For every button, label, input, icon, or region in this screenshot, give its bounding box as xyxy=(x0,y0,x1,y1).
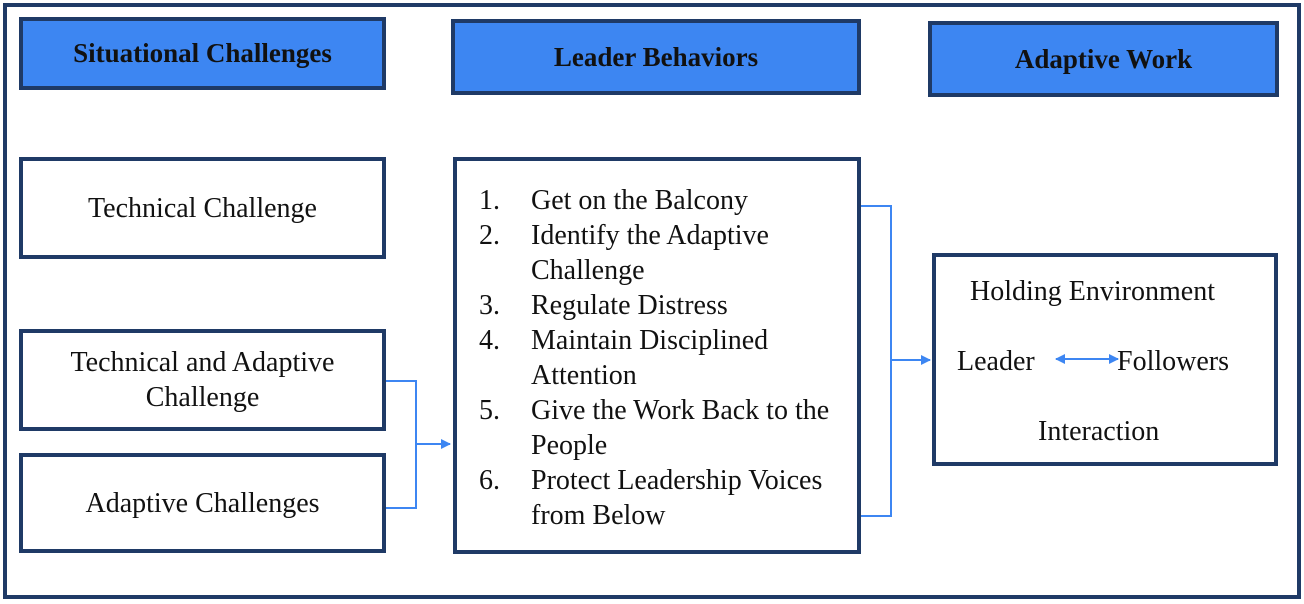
technical-challenge-box: Technical Challenge xyxy=(19,157,386,259)
behavior-text-5: Give the Work Back to the People xyxy=(531,395,830,461)
right-bracket-connector xyxy=(861,205,930,517)
technical-adaptive-label-line1: Technical and Adaptive xyxy=(70,347,335,378)
behavior-text-6: Protect Leadership Voices from Below xyxy=(531,465,823,531)
header-situational-label: Situational Challenges xyxy=(73,38,332,68)
holding-environment-label: Holding Environment xyxy=(970,276,1215,307)
behavior-text-1: Get on the Balcony xyxy=(531,185,748,216)
header-leader-label: Leader Behaviors xyxy=(553,41,759,72)
behavior-text-3: Regulate Distress xyxy=(531,290,728,321)
behavior-number-4: 4. xyxy=(479,325,500,356)
behavior-text-2: Identify the Adaptive Challenge xyxy=(531,220,769,286)
behavior-text-4: Maintain Disciplined Attention xyxy=(531,325,769,391)
adaptive-challenges-label: Adaptive Challenges xyxy=(85,487,320,519)
diagram-frame xyxy=(3,3,1301,599)
behavior-item-5: 5. Give the Work Back to the People xyxy=(479,393,857,463)
behavior-number-2: 2. xyxy=(479,220,500,251)
header-leader-behaviors: Leader Behaviors xyxy=(451,19,861,95)
leader-label: Leader xyxy=(957,346,1035,377)
behavior-item-2: 2. Identify the Adaptive Challenge xyxy=(479,218,857,288)
behavior-item-6: 6. Protect Leadership Voices from Below xyxy=(479,463,857,533)
behavior-number-5: 5. xyxy=(479,395,500,426)
left-bracket-connector xyxy=(386,380,450,509)
header-situational-challenges: Situational Challenges xyxy=(19,17,386,90)
header-adaptive-work: Adaptive Work xyxy=(928,21,1279,97)
behavior-item-4: 4. Maintain Disciplined Attention xyxy=(479,323,857,393)
behavior-number-1: 1. xyxy=(479,185,500,216)
behavior-number-6: 6. xyxy=(479,465,500,496)
interaction-label: Interaction xyxy=(1038,416,1160,447)
header-adaptive-label: Adaptive Work xyxy=(1014,43,1193,74)
leader-behaviors-list: 1. Get on the Balcony 2. Identify the Ad… xyxy=(453,157,861,554)
followers-label: Followers xyxy=(1117,346,1229,377)
adaptive-challenges-box: Adaptive Challenges xyxy=(19,453,386,553)
technical-adaptive-challenge-box: Technical and Adaptive Challenge xyxy=(19,329,386,431)
technical-adaptive-label-line2: Challenge xyxy=(145,382,260,413)
behavior-item-3: 3. Regulate Distress xyxy=(479,288,857,323)
behavior-item-1: 1. Get on the Balcony xyxy=(479,183,857,218)
technical-challenge-label: Technical Challenge xyxy=(88,192,317,224)
behavior-number-3: 3. xyxy=(479,290,500,321)
